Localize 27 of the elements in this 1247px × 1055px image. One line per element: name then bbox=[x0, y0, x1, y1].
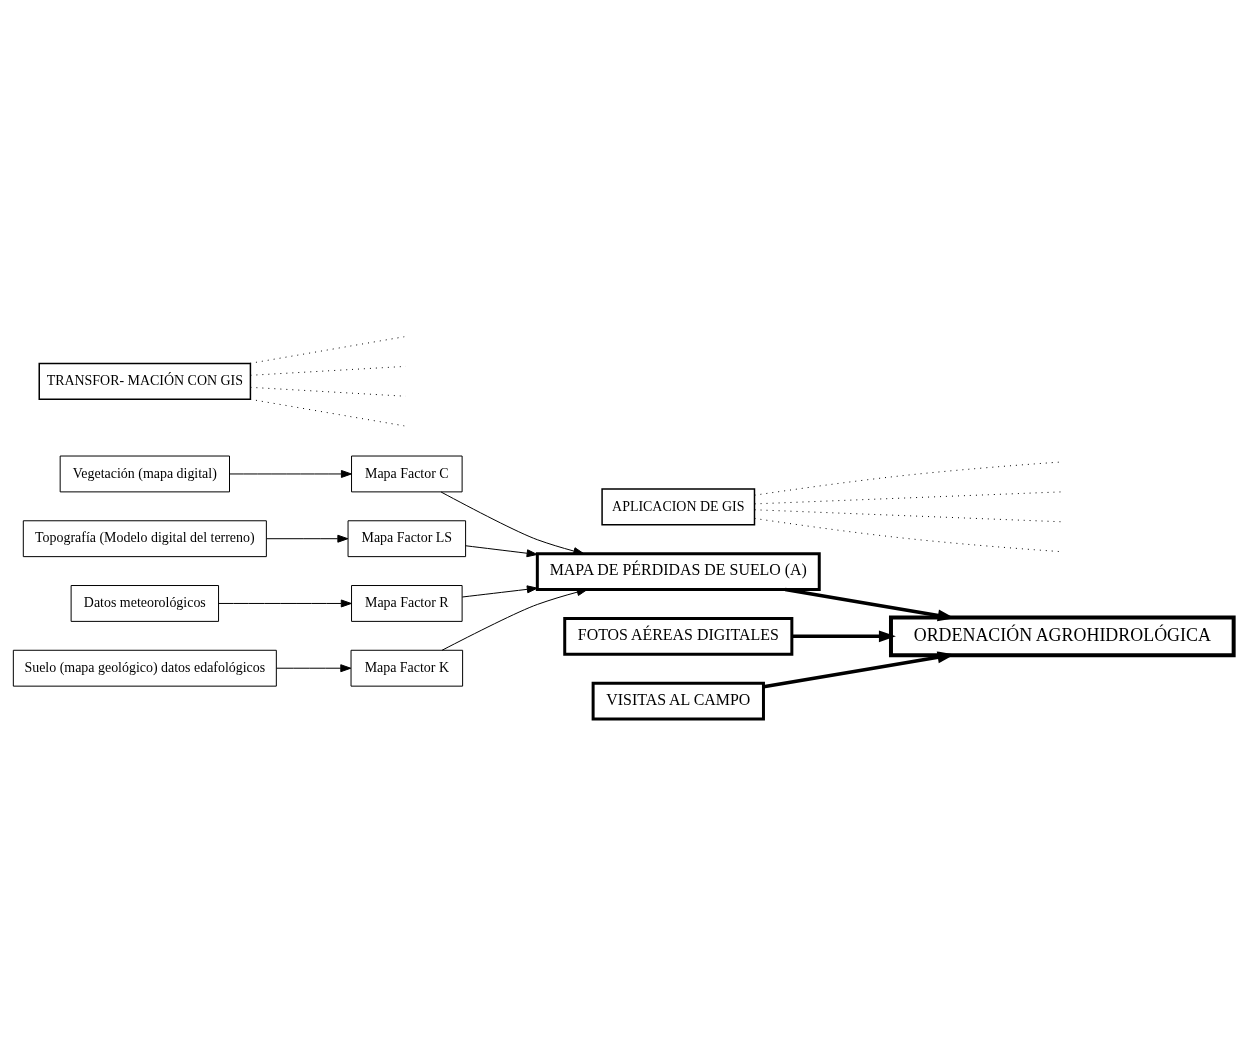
node-box: APLICACION DE GIS bbox=[601, 488, 756, 526]
node-box: Mapa Factor LS bbox=[347, 520, 467, 558]
node-box: TRANSFOR- MACIÓN CON GIS bbox=[38, 362, 252, 400]
node-box: MAPA DE PÉRDIDAS DE SUELO (A) bbox=[535, 552, 821, 591]
arrow bbox=[218, 599, 352, 608]
node-box: VISITAS AL CAMPO bbox=[591, 681, 765, 721]
node-box: Suelo (mapa geológico) datos edafológicos bbox=[12, 649, 277, 687]
node-box: Vegetación (mapa digital) bbox=[59, 455, 230, 493]
node-box: FOTOS AÉREAS DIGITALES bbox=[563, 616, 794, 656]
node-box: Topografía (Modelo digital del terreno) bbox=[22, 520, 267, 558]
connector bbox=[249, 336, 407, 364]
arrow bbox=[465, 545, 538, 558]
node-box: ORDENACIÓN AGROHIDROLÓGICA bbox=[889, 615, 1236, 658]
node-box: Datos meteorológicos bbox=[70, 585, 220, 622]
arrow bbox=[276, 664, 352, 673]
connector bbox=[754, 461, 1062, 496]
arrow bbox=[229, 469, 352, 478]
arrow bbox=[266, 534, 349, 543]
arrow bbox=[441, 588, 588, 651]
arrow bbox=[440, 491, 585, 555]
node-box: Mapa Factor K bbox=[350, 649, 464, 687]
node-box: Mapa Factor C bbox=[351, 455, 463, 493]
arrow bbox=[792, 630, 896, 643]
connector bbox=[754, 517, 1062, 553]
node-box: Mapa Factor R bbox=[351, 585, 463, 622]
arrow bbox=[461, 585, 538, 598]
connector bbox=[249, 398, 407, 427]
